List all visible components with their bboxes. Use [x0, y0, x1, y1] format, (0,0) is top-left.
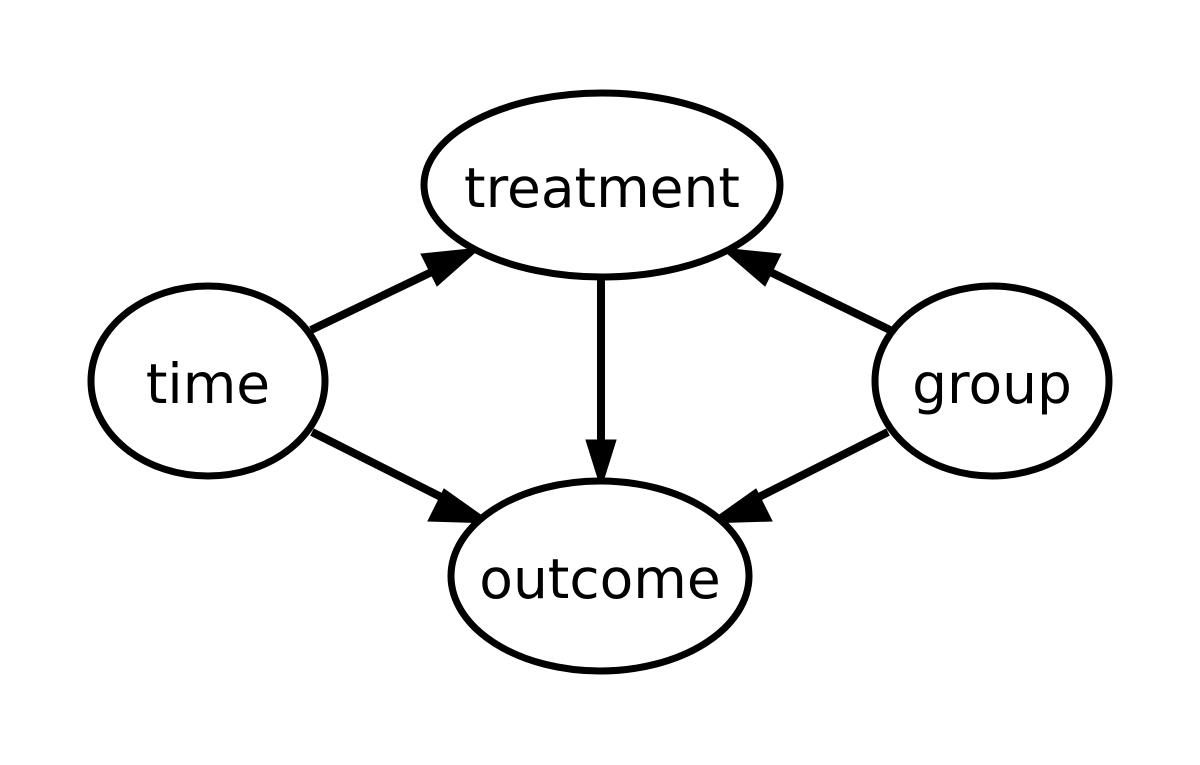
edge-group-to-treatment — [719, 247, 892, 334]
node-group[interactable]: group — [871, 282, 1113, 480]
edge-line — [309, 264, 442, 334]
node-ellipse[interactable] — [87, 282, 329, 480]
edge-line — [751, 428, 890, 504]
node-treatment[interactable]: treatment — [420, 89, 784, 281]
arrowhead-icon — [719, 247, 782, 287]
arrowhead-icon — [585, 439, 617, 490]
edge-time-to-treatment — [309, 247, 482, 334]
edge-treatment-to-outcome — [585, 278, 617, 490]
node-ellipse[interactable] — [447, 477, 753, 675]
edge-line — [310, 428, 449, 504]
edge-group-to-outcome — [706, 428, 890, 524]
edge-time-to-outcome — [310, 428, 494, 524]
node-time[interactable]: time — [87, 282, 329, 480]
arrowhead-icon — [420, 247, 482, 287]
arrowhead-icon — [706, 488, 773, 524]
node-outcome[interactable]: outcome — [447, 477, 753, 675]
node-label-time: time — [146, 352, 270, 416]
node-label-treatment: treatment — [464, 156, 740, 220]
edge-line — [760, 264, 892, 334]
arrowhead-icon — [427, 488, 494, 524]
node-ellipse[interactable] — [420, 89, 784, 281]
node-label-group: group — [912, 352, 1072, 416]
node-ellipse[interactable] — [871, 282, 1113, 480]
node-label-outcome: outcome — [479, 547, 720, 611]
